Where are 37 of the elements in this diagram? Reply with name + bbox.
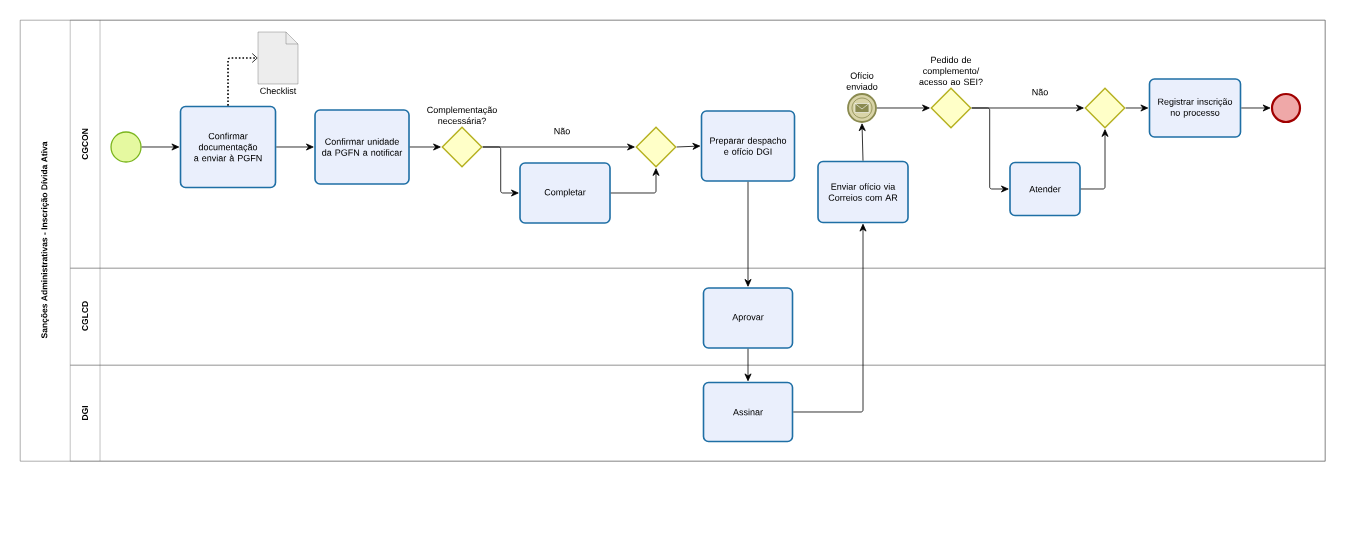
sequence-arrow: [141, 143, 180, 151]
sequence-arrow: [1080, 129, 1109, 190]
sequence-arrow: [275, 143, 314, 151]
sequence-arrow: [744, 348, 752, 382]
task-box: Assinar: [702, 381, 794, 443]
gateway-diamond: [1084, 87, 1126, 129]
node-label: Pedido de complemento/ acesso ao SEI?: [919, 56, 983, 86]
sequence-arrow: [792, 223, 867, 413]
node-label: Checklist: [260, 87, 297, 95]
sequence-arrow: [1240, 104, 1271, 112]
sequence-arrow: [482, 146, 519, 197]
task-box: Aprovar: [702, 287, 794, 349]
task-box: Atender: [1009, 161, 1081, 217]
sequence-arrow: [744, 181, 752, 287]
start-event: [110, 131, 142, 163]
task-box: Registrar inscrição no processo: [1148, 78, 1242, 138]
gateway-diamond: [635, 126, 677, 168]
task-box: Enviar ofício via Correios com AR: [817, 160, 909, 224]
task-box: Confirmar unidade da PGFN a notificar: [314, 109, 410, 185]
task-box: Confirmar documentação a enviar à PGFN: [179, 105, 277, 189]
sequence-arrow: [676, 142, 701, 150]
task-box: Completar: [519, 162, 611, 224]
sequence-arrow: [1125, 104, 1149, 112]
edge-label: Não: [1030, 87, 1050, 97]
association-line: [227, 53, 258, 107]
node-label: Ofício enviado: [846, 72, 878, 90]
sequence-arrow: [876, 104, 930, 112]
edge-label: Não: [552, 126, 572, 136]
sequence-arrow: [409, 143, 441, 151]
task-box: Preparar despacho e ofício DGI: [700, 110, 796, 182]
message-event: Ofício enviado: [846, 72, 878, 123]
sequence-arrow: [610, 168, 660, 194]
end-event: [1270, 92, 1302, 124]
sequence-arrow: [971, 107, 1009, 193]
node-label: Complementação necessária?: [427, 106, 497, 125]
data-object: Checklist: [257, 31, 299, 94]
sequence-arrow: [858, 123, 866, 162]
